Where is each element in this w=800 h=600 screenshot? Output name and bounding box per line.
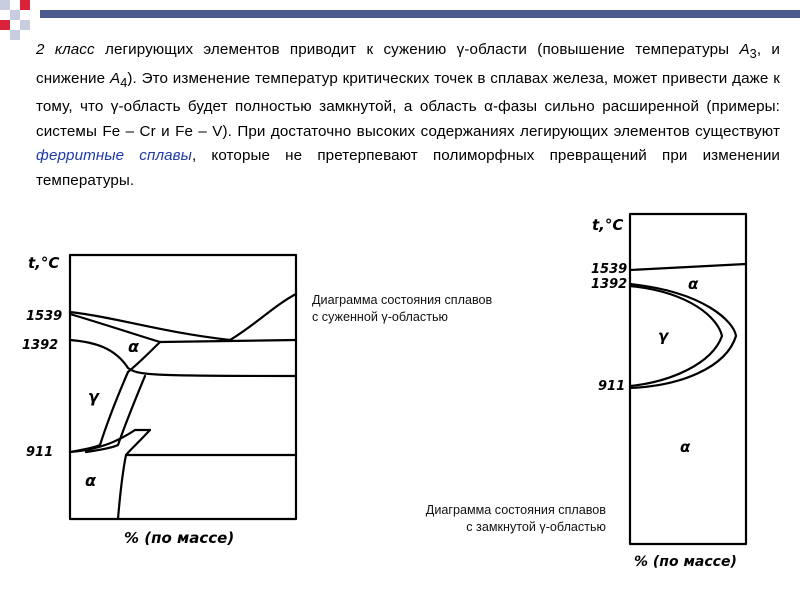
left-axis-x-label: % (по массе) — [124, 529, 234, 547]
left-frame — [68, 253, 298, 521]
caption-right-line-2: с замкнутой γ-областью — [466, 520, 606, 534]
left-lower-line — [116, 453, 128, 521]
ferritic-alloys-link[interactable]: ферритные сплавы — [36, 147, 192, 165]
left-phase-gamma: γ — [88, 387, 100, 406]
a4-symbol: A — [109, 69, 121, 87]
paragraph-text-1: легирующих элементов приводит к сужению … — [94, 41, 740, 58]
a3-symbol: A — [739, 41, 750, 58]
checker-squares — [0, 0, 30, 40]
header-decoration — [0, 0, 800, 40]
a4-subscript: 4 — [120, 75, 128, 90]
caption-right-line-1: Диаграмма состояния сплавов — [425, 503, 606, 517]
left-tick-1392: 1392 — [22, 338, 58, 353]
caption-left: Диаграмма состояния сплавов с суженной γ… — [312, 292, 492, 326]
left-axis-y-label: t,°C — [28, 254, 59, 272]
left-gamma-boundary-2 — [84, 374, 147, 454]
paragraph-text-2: , и снижение — [36, 41, 780, 87]
left-tick-1539: 1539 — [26, 309, 62, 324]
paragraph-text-4: , которые не претерпевают полиморфных пр… — [36, 147, 781, 189]
caption-left-line-1: Диаграмма состояния сплавов — [312, 293, 493, 307]
left-phase-alpha-upper: α — [128, 337, 140, 356]
caption-right: Диаграмма состояния сплавов с замкнутой … — [378, 502, 606, 536]
left-phase-alpha-lower: α — [85, 471, 97, 490]
a3-subscript: 3 — [749, 47, 757, 62]
caption-left-line-2: с суженной γ-областью — [312, 310, 448, 324]
left-alpha-upper-edge — [126, 340, 162, 374]
header-band — [40, 10, 800, 18]
paragraph-lead: 2 класс — [36, 41, 95, 58]
left-liquidus-right — [228, 292, 298, 342]
left-tick-911: 911 — [26, 445, 53, 460]
paragraph-text-3: ). Это изменение температур критических … — [36, 69, 780, 140]
left-liquidus — [68, 310, 232, 342]
left-a3-line — [68, 428, 298, 457]
main-paragraph: 2 класс легирующих элементов приводит к … — [36, 38, 780, 193]
left-a4-line — [68, 338, 298, 378]
